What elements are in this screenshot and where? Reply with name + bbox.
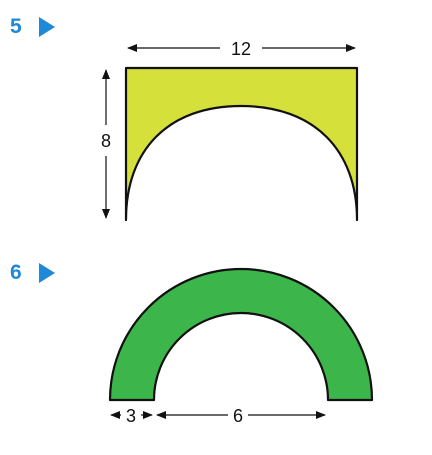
height-label: 8 <box>101 131 111 151</box>
problem-6-number: 6 <box>10 261 22 284</box>
inner-diameter-label: 6 <box>233 406 243 426</box>
problem-5: 5 12 8 <box>10 15 359 222</box>
right-triangle-icon <box>39 263 55 283</box>
rectangle-minus-semicircle-shape <box>124 66 359 222</box>
semicircular-ring-shape <box>108 267 374 402</box>
problem-5-number: 5 <box>10 15 22 38</box>
width-label: 12 <box>231 39 251 59</box>
ring-width-label: 3 <box>126 406 136 426</box>
problem-6: 6 3 6 <box>10 261 374 426</box>
right-triangle-icon <box>39 17 55 37</box>
